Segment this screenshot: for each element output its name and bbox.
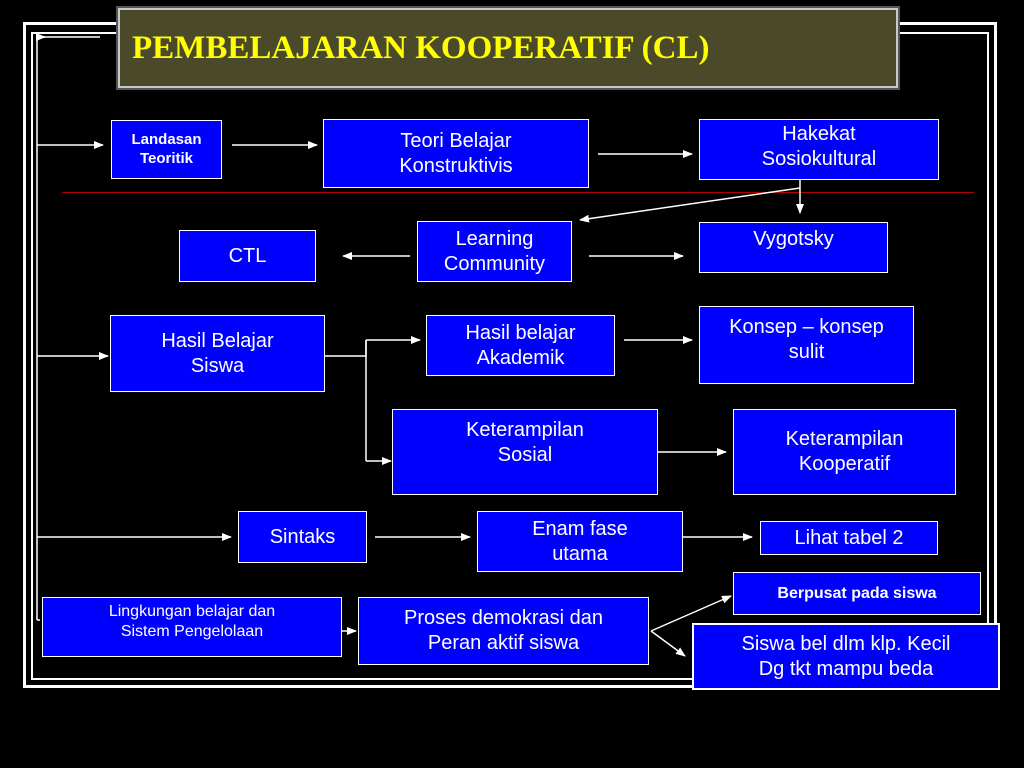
page-title: PEMBELAJARAN KOOPERATIF (CL): [132, 29, 710, 66]
arrow-proses-berpusat: [650, 595, 732, 632]
node-landasan-teoritik: Landasan Teoritik: [111, 120, 222, 179]
node-hasil-belajar-siswa: Hasil Belajar Siswa: [110, 315, 325, 392]
node-siswa-bel: Siswa bel dlm klp. Kecil Dg tkt mampu be…: [692, 623, 1000, 690]
divider-line: [62, 192, 974, 193]
node-proses-demokrasi: Proses demokrasi dan Peran aktif siswa: [358, 597, 649, 665]
node-konsep-sulit: Konsep – konsep sulit: [699, 306, 914, 384]
node-enam-fase: Enam fase utama: [477, 511, 683, 572]
node-keterampilan-sosial: Keterampilan Sosial: [392, 409, 658, 495]
node-lihat-tabel: Lihat tabel 2: [760, 521, 938, 555]
node-lingkungan: Lingkungan belajar dan Sistem Pengelolaa…: [42, 597, 342, 657]
node-berpusat: Berpusat pada siswa: [733, 572, 981, 615]
node-sintaks: Sintaks: [238, 511, 367, 563]
title-box: PEMBELAJARAN KOOPERATIF (CL): [116, 6, 900, 90]
node-learning-community: Learning Community: [417, 221, 572, 282]
node-vygotsky: Vygotsky: [699, 222, 888, 273]
branch-line: [325, 340, 367, 357]
node-hakekat: Hakekat Sosiokultural: [699, 119, 939, 180]
node-teori-belajar: Teori Belajar Konstruktivis: [323, 119, 589, 188]
node-hasil-akademik: Hasil belajar Akademik: [426, 315, 615, 376]
arrow-hakekat-learning: [579, 187, 801, 223]
node-keterampilan-kooperatif: Keterampilan Kooperatif: [733, 409, 956, 495]
left-spine-line: [36, 36, 100, 620]
node-ctl: CTL: [179, 230, 316, 282]
arrow-proses-siswa-bel: [650, 630, 686, 657]
